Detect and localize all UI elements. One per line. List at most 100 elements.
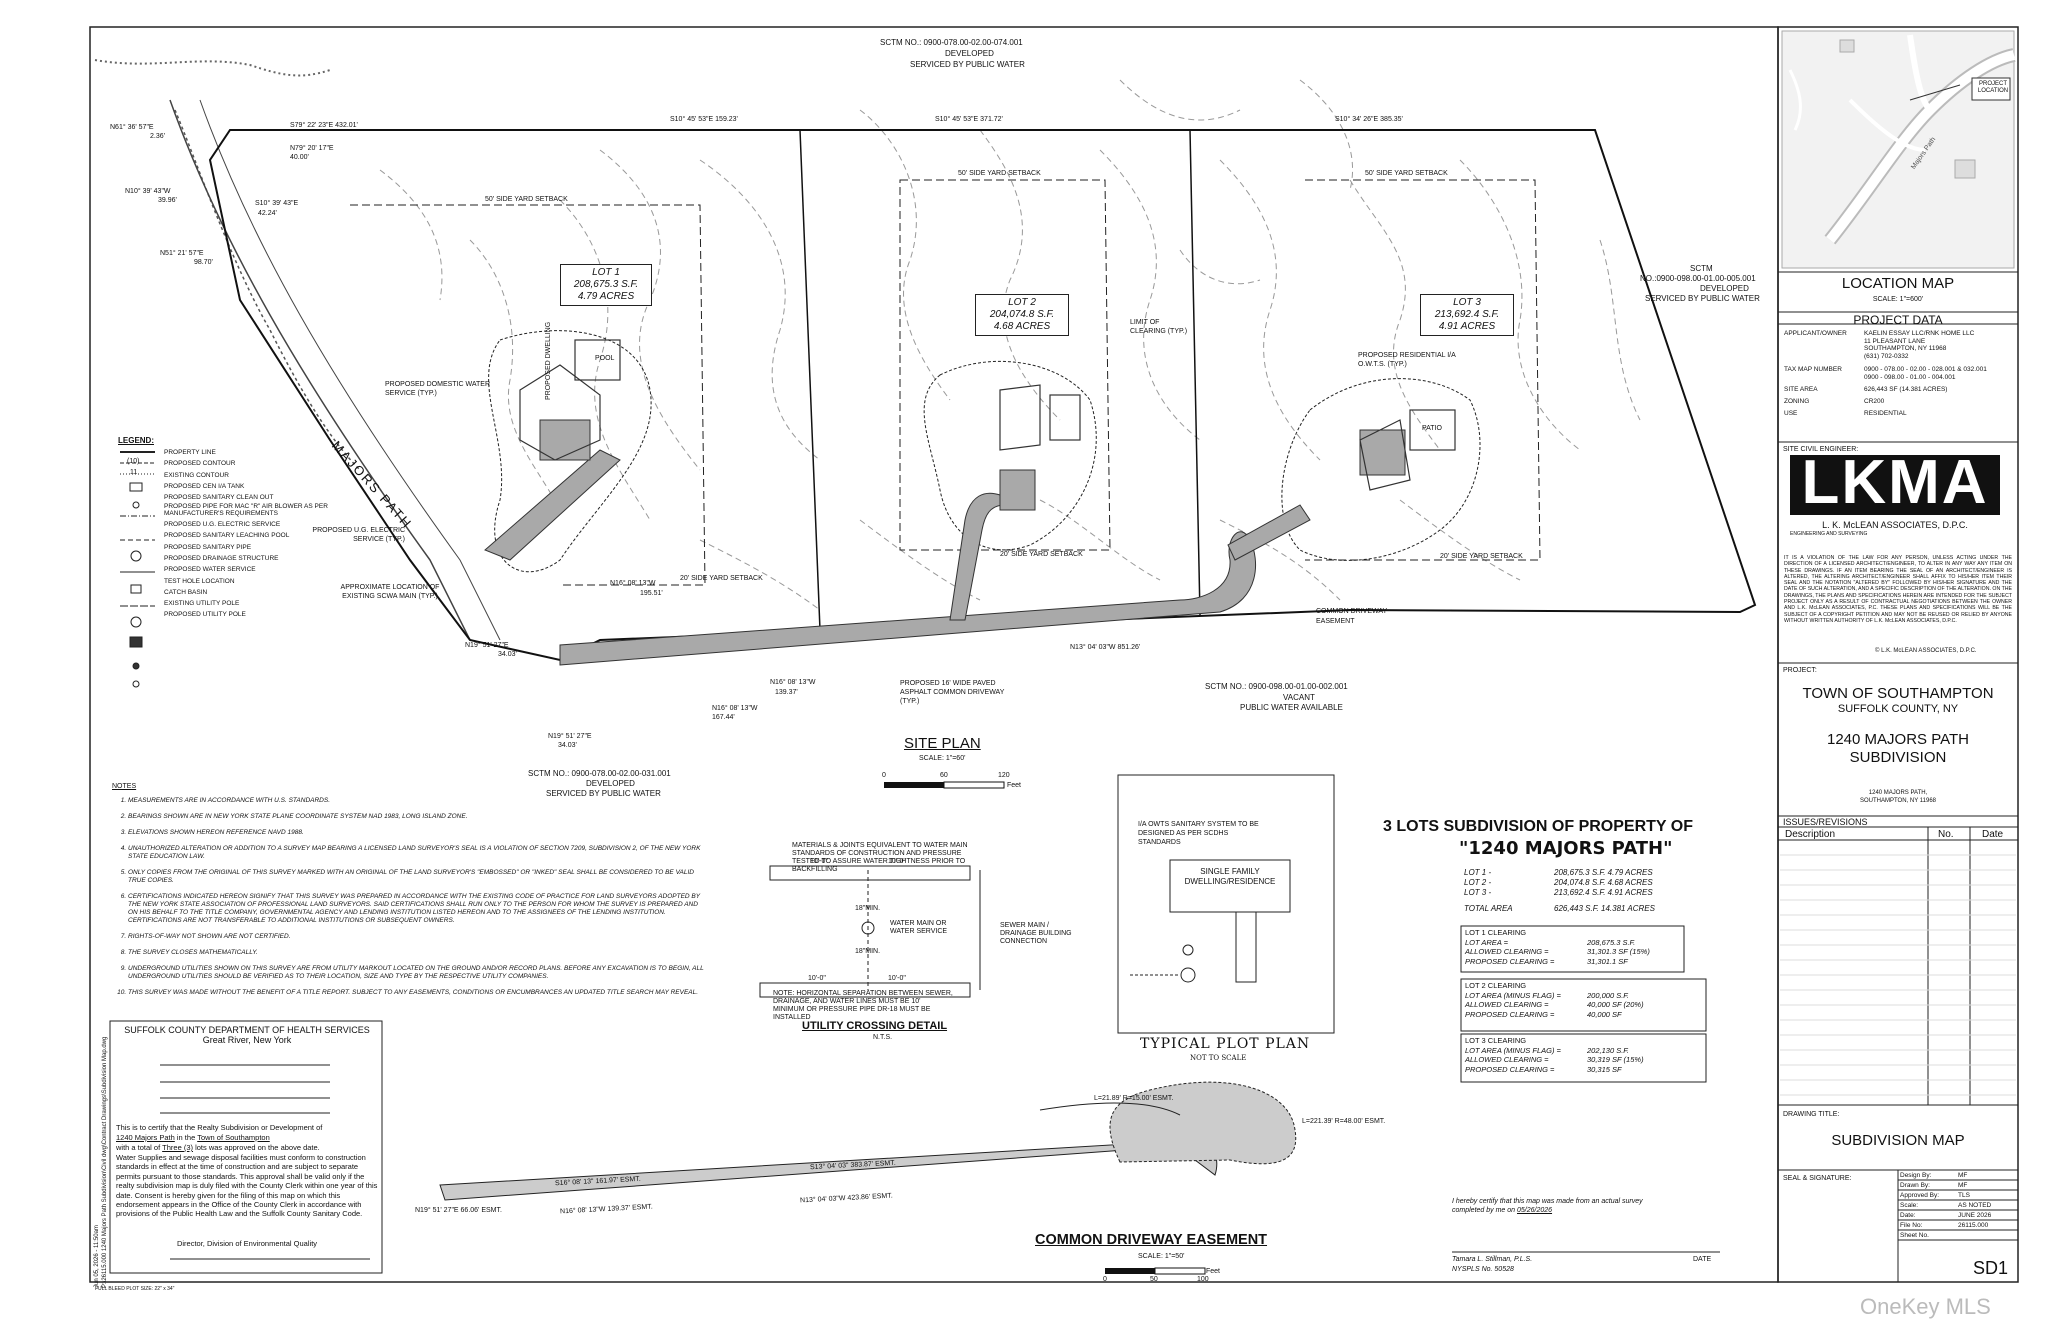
sctm-bl-water: SERVICED BY PUBLIC WATER bbox=[546, 789, 661, 798]
utility-note2: NOTE: HORIZONTAL SEPARATION BETWEEN SEWE… bbox=[773, 990, 953, 1021]
sctm-top-water: SERVICED BY PUBLIC WATER bbox=[910, 60, 1025, 69]
project-data-value: KAELIN ESSAY LLC/RNK HOME LLC 11 PLEASAN… bbox=[1864, 330, 1975, 360]
easement-scale: SCALE: 1"=50' bbox=[1138, 1253, 1185, 1260]
certify-lic: NYSPLS No. 50528 bbox=[1452, 1266, 1514, 1273]
side-stamp-1: Jun 05, 2026 - 11:50am bbox=[94, 1225, 100, 1288]
info-row: File No:26115.000 bbox=[1900, 1221, 2016, 1231]
legend-symbols bbox=[120, 451, 155, 688]
lot-name: LOT 1 bbox=[592, 267, 620, 278]
clearing-key: PROPOSED CLEARING = bbox=[1465, 956, 1555, 966]
sctm-top-status: DEVELOPED bbox=[945, 49, 994, 58]
typical-plot-drawing bbox=[1117, 774, 1335, 1034]
utility-title: UTILITY CROSSING DETAIL bbox=[802, 1020, 948, 1032]
bearing-dist: 42.24' bbox=[258, 210, 277, 217]
info-key: Approved By: bbox=[1900, 1192, 1940, 1199]
utility-min: 18"MIN. bbox=[855, 905, 881, 912]
utility-dim: 10'-0" bbox=[888, 975, 906, 982]
clearing-value: 30,319 SF (15%) bbox=[1587, 1055, 1644, 1064]
legend-sym-10: (10) bbox=[127, 458, 140, 465]
info-key: Drawn By: bbox=[1900, 1182, 1930, 1189]
setback-label: 20' SIDE YARD SETBACK bbox=[1000, 551, 1083, 558]
sheet-number: SD1 bbox=[1972, 1258, 2008, 1278]
info-key: Date: bbox=[1900, 1212, 1916, 1219]
info-key: Sheet No. bbox=[1900, 1232, 1929, 1239]
clearing-value: 31,301.3 SF (15%) bbox=[1587, 947, 1650, 956]
firm-sub: ENGINEERING AND SURVEYING bbox=[1790, 531, 1868, 537]
footer-small: FULL BLEED PLOT SIZE: 22" x 34" bbox=[95, 1286, 175, 1292]
utility-dim: 10'-0" bbox=[888, 858, 906, 865]
clearing-row: PROPOSED CLEARING =30,315 SF bbox=[1465, 1065, 1700, 1075]
project-data-row: SITE AREA 626,443 SF (14.381 ACRES) bbox=[1784, 386, 2014, 398]
health-p2b: in the bbox=[176, 1133, 196, 1142]
utility-min: 18"MIN. bbox=[855, 948, 881, 955]
bearing-dist: 2.36' bbox=[150, 133, 165, 140]
legend-sym-11: 11 bbox=[130, 469, 138, 476]
project-data-value: 626,443 SF (14.381 ACRES) bbox=[1864, 386, 1948, 393]
issues-no-col: No. bbox=[1938, 829, 1954, 840]
clearing-row: LOT AREA =208,675.3 S.F. bbox=[1465, 938, 1700, 948]
clearing-row: PROPOSED CLEARING =40,000 SF bbox=[1465, 1010, 1700, 1020]
summary-key: LOT 3 - bbox=[1464, 888, 1492, 897]
bearing-label: N79° 20' 17"E bbox=[290, 145, 334, 152]
project-data-key: SITE AREA bbox=[1784, 386, 1818, 393]
summary-title2: "1240 MAJORS PATH" bbox=[1459, 838, 1673, 859]
health-p1: This is to certify that the Realty Subdi… bbox=[116, 1123, 323, 1132]
summary-row: LOT 1 -208,675.3 S.F. 4.79 ACRES bbox=[1464, 868, 1714, 878]
certify-date-label: DATE bbox=[1693, 1256, 1712, 1263]
bearing-dist: 39.96' bbox=[158, 197, 177, 204]
summary-key: LOT 2 - bbox=[1464, 878, 1492, 887]
health-title: SUFFOLK COUNTY DEPARTMENT OF HEALTH SERV… bbox=[124, 1025, 370, 1035]
easement-title: COMMON DRIVEWAY EASEMENT bbox=[1035, 1232, 1268, 1248]
certify-date: 05/26/2026 bbox=[1517, 1207, 1553, 1214]
clearing-key: PROPOSED CLEARING = bbox=[1465, 1009, 1555, 1019]
clearing-key: LOT AREA (MINUS FLAG) = bbox=[1465, 1045, 1561, 1055]
sctm-right-label: SCTM bbox=[1690, 264, 1713, 273]
bearing-dist: 34.03' bbox=[558, 742, 577, 749]
sctm-br-no: SCTM NO.: 0900-098.00-01.00-002.001 bbox=[1205, 682, 1348, 691]
lot-name: LOT 3 bbox=[1453, 297, 1481, 308]
bearing-label: S10° 45' 53"E 159.23' bbox=[670, 116, 738, 123]
notes-list: MEASUREMENTS ARE IN ACCORDANCE WITH U.S.… bbox=[108, 797, 708, 1005]
legend-item: PROPOSED SANITARY LEACHING POOL bbox=[164, 532, 290, 540]
legend: LEGEND: bbox=[118, 436, 348, 447]
summary-row: LOT 2 -204,074.8 S.F. 4.68 ACRES bbox=[1464, 878, 1714, 888]
health-box: SUFFOLK COUNTY DEPARTMENT OF HEALTH SERV… bbox=[116, 1025, 378, 1249]
note-item: BEARINGS SHOWN ARE IN NEW YORK STATE PLA… bbox=[128, 813, 708, 821]
note-item: ONLY COPIES FROM THE ORIGINAL OF THIS SU… bbox=[128, 869, 708, 885]
drawing-title-label: DRAWING TITLE: bbox=[1783, 1111, 1840, 1118]
lot-acres: 4.91 ACRES bbox=[1438, 321, 1496, 332]
easement-s0: 0 bbox=[1103, 1276, 1107, 1283]
summary-key: TOTAL AREA bbox=[1464, 904, 1513, 913]
violation-text: IT IS A VIOLATION OF THE LAW FOR ANY PER… bbox=[1784, 555, 2012, 624]
typical-title: TYPICAL PLOT PLAN bbox=[1140, 1036, 1311, 1052]
note-item: ELEVATIONS SHOWN HEREON REFERENCE NAVD 1… bbox=[128, 829, 708, 837]
residential-label: PROPOSED RESIDENTIAL I/A O.W.T.S. (TYP.) bbox=[1358, 352, 1456, 368]
bearing-label: N16° 08' 13"W bbox=[610, 580, 656, 587]
scale-feet: Feet bbox=[1007, 782, 1022, 789]
site-plan-drawing bbox=[94, 59, 1757, 666]
clearing-boxes bbox=[1460, 925, 1707, 1083]
sctm-top-no: SCTM NO.: 0900-078.00-02.00-074.001 bbox=[880, 38, 1023, 47]
water-service-label: PROPOSED DOMESTIC WATER SERVICE (TYP.) bbox=[385, 381, 491, 397]
sctm-bl-no: SCTM NO.: 0900-078.00-02.00-031.001 bbox=[528, 769, 671, 778]
sctm-right-status: DEVELOPED bbox=[1700, 284, 1749, 293]
bearing-label: N16° 08' 13"W bbox=[712, 705, 758, 712]
note-item: THIS SURVEY WAS MADE WITHOUT THE BENEFIT… bbox=[128, 989, 708, 997]
clearing-key: ALLOWED CLEARING = bbox=[1465, 1000, 1549, 1009]
easement-line5: N19° 51' 27"E 66.06' ESMT. bbox=[415, 1207, 502, 1214]
lot-sf: 208,675.3 S.F. bbox=[573, 279, 639, 290]
bearing-label: N19° 51' 27"E bbox=[548, 733, 592, 740]
clearing-value: 30,315 SF bbox=[1587, 1064, 1622, 1074]
project-name-2: SUBDIVISION bbox=[1849, 749, 1947, 766]
lot-sf: 213,692.4 S.F. bbox=[1434, 309, 1500, 320]
sctm-right-no: NO.:0900-098.00-01.00-005.001 bbox=[1640, 274, 1756, 283]
legend-item: PROPOSED U.G. ELECTRIC SERVICE bbox=[164, 521, 281, 529]
legend-item: PROPERTY LINE bbox=[164, 449, 216, 456]
project-data-value: 0900 - 078.00 - 02.00 - 028.001 & 032.00… bbox=[1864, 366, 1987, 381]
